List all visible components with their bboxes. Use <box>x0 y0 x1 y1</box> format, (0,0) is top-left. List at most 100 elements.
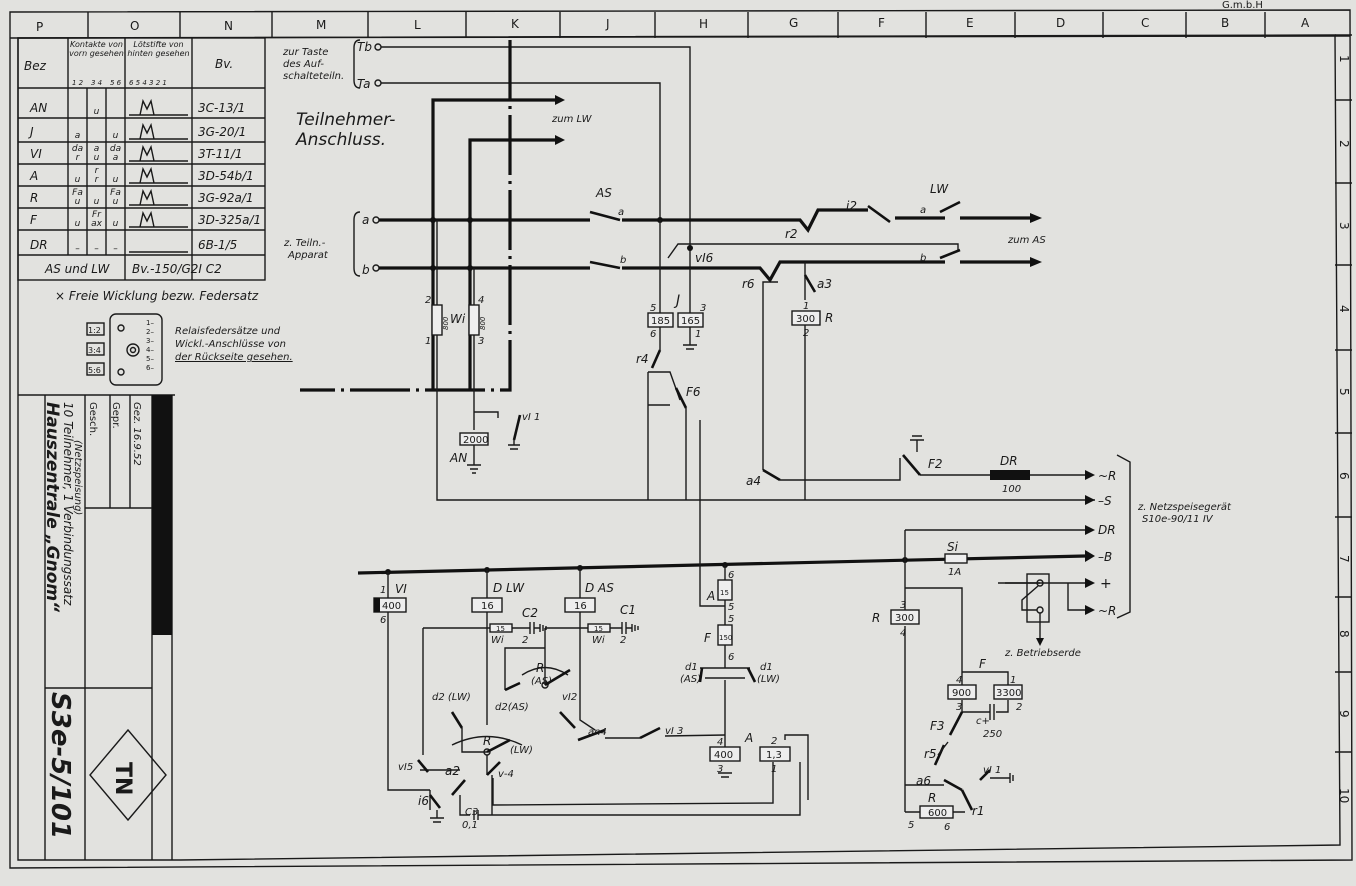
company-logo-text: TN <box>110 762 135 795</box>
relay-table: Bez Kontakte von vorn gesehen Lötstifte … <box>17 37 266 281</box>
label: a <box>618 207 624 218</box>
label: 800 <box>442 316 450 330</box>
label: Ta <box>357 77 370 91</box>
label: d1 <box>685 662 698 673</box>
label: a2 <box>445 764 460 778</box>
label: 3 <box>717 764 723 775</box>
table-cell-contact <box>106 89 125 117</box>
label: 400 <box>714 750 733 761</box>
column-letter: P <box>36 20 43 34</box>
label: F <box>704 631 712 645</box>
label: 165 <box>681 316 700 327</box>
label: 5 <box>728 602 734 613</box>
label: z. Teiln.- <box>283 238 326 249</box>
table-cell-contact: u <box>93 197 100 207</box>
label: D AS <box>585 581 614 595</box>
label: VI <box>395 582 407 596</box>
relay-socket-diagram: 1:2 3:4 5:6 1– 2– 3– 4– 5– 6– Relaisfede… <box>86 313 293 386</box>
pin-number: 5– <box>146 355 154 363</box>
label: S10e-90/11 IV <box>1142 514 1214 525</box>
column-letter: J <box>605 17 610 31</box>
column-letter: A <box>1301 16 1310 30</box>
table-header-contact-sub: 3 4 <box>91 79 102 87</box>
row-number: 4 <box>1337 305 1351 313</box>
label: 185 <box>651 316 670 327</box>
label: 300 <box>895 613 914 624</box>
label: 3 <box>478 336 484 347</box>
label: i6 <box>418 794 429 808</box>
label: 5 <box>908 820 914 831</box>
table-header-bez: Bez <box>24 59 47 73</box>
table-cell-contact: Fa u <box>72 188 83 207</box>
table-cell-contact: – <box>113 244 118 254</box>
pin-label: 1:2 <box>88 326 101 335</box>
drawing-number: S3e-5/101 <box>45 692 75 839</box>
label: 6 <box>650 329 656 340</box>
row-number: 10 <box>1337 788 1351 803</box>
label: (AS) <box>680 674 701 685</box>
label: DR <box>1000 454 1018 468</box>
table-cell-bez: F <box>30 213 38 227</box>
table-cell-contact: da r <box>71 144 84 163</box>
column-letter: L <box>414 18 421 32</box>
label: d1 <box>760 662 773 673</box>
pin-label: 3:4 <box>88 346 101 355</box>
label: 6 <box>728 570 734 581</box>
label: AN <box>449 451 467 465</box>
label: r5 <box>924 747 937 761</box>
column-letter: M <box>316 18 326 32</box>
label: 1 <box>1010 675 1016 686</box>
label: F <box>979 657 987 671</box>
table-cell-bez: DR <box>30 238 48 252</box>
row-number: 5 <box>1337 388 1351 396</box>
label: 2 <box>1016 702 1022 713</box>
label: 6 <box>944 822 950 833</box>
label: 2 <box>803 328 809 339</box>
label: A <box>744 731 753 745</box>
table-cell-contact: – <box>94 244 99 254</box>
label: 6 <box>728 652 734 663</box>
label: z. Netzspeisegerät <box>1137 502 1232 513</box>
section-heading: Anschluss. <box>295 130 386 150</box>
row-number: 1 <box>1337 55 1351 63</box>
label: 2 <box>620 635 626 646</box>
table-header-kontakte: Kontakte von vorn gesehen <box>69 40 124 58</box>
relay-note: der Rückseite gesehen. <box>175 352 293 363</box>
label: A <box>706 589 715 603</box>
label: D LW <box>493 581 525 595</box>
label: 15 <box>594 625 603 633</box>
table-cell-contact: u <box>93 107 100 117</box>
label: 100 <box>1002 484 1021 495</box>
label: 4 <box>478 295 484 306</box>
label: an4 <box>588 727 607 738</box>
table-cell-bv: 3G-20/1 <box>198 125 246 139</box>
label: Tb <box>357 40 372 54</box>
label: 16 <box>481 601 494 612</box>
label: J <box>673 293 680 309</box>
label: 2 <box>771 736 777 747</box>
label: zur Taste <box>282 47 328 58</box>
label: z. Betriebserde <box>1004 648 1081 659</box>
pin-label: 5:6 <box>88 366 101 375</box>
table-cell-contact: da a <box>109 144 122 163</box>
solder-pin-diagram <box>129 144 188 162</box>
label: 6 <box>380 615 386 626</box>
label: vI 1 <box>522 412 540 423</box>
label: 15 <box>720 589 729 597</box>
company-logo <box>89 728 167 822</box>
table-cell-bv: 3C-13/1 <box>198 101 245 115</box>
table-cell-bez: R <box>30 191 38 205</box>
label: 2 <box>522 635 528 646</box>
label: 5 <box>650 303 656 314</box>
label: 0,1 <box>462 820 478 831</box>
label: a <box>920 205 926 216</box>
label: R <box>928 791 936 805</box>
drafted-by-label: Gesch. <box>87 402 98 436</box>
output-label: + <box>1100 576 1112 592</box>
table-header-contact-sub: 5 6 <box>110 79 122 87</box>
label: 3 <box>900 600 906 611</box>
pin-number: 1– <box>146 319 154 327</box>
pin-number: 2– <box>146 328 154 336</box>
label: R <box>483 734 491 748</box>
